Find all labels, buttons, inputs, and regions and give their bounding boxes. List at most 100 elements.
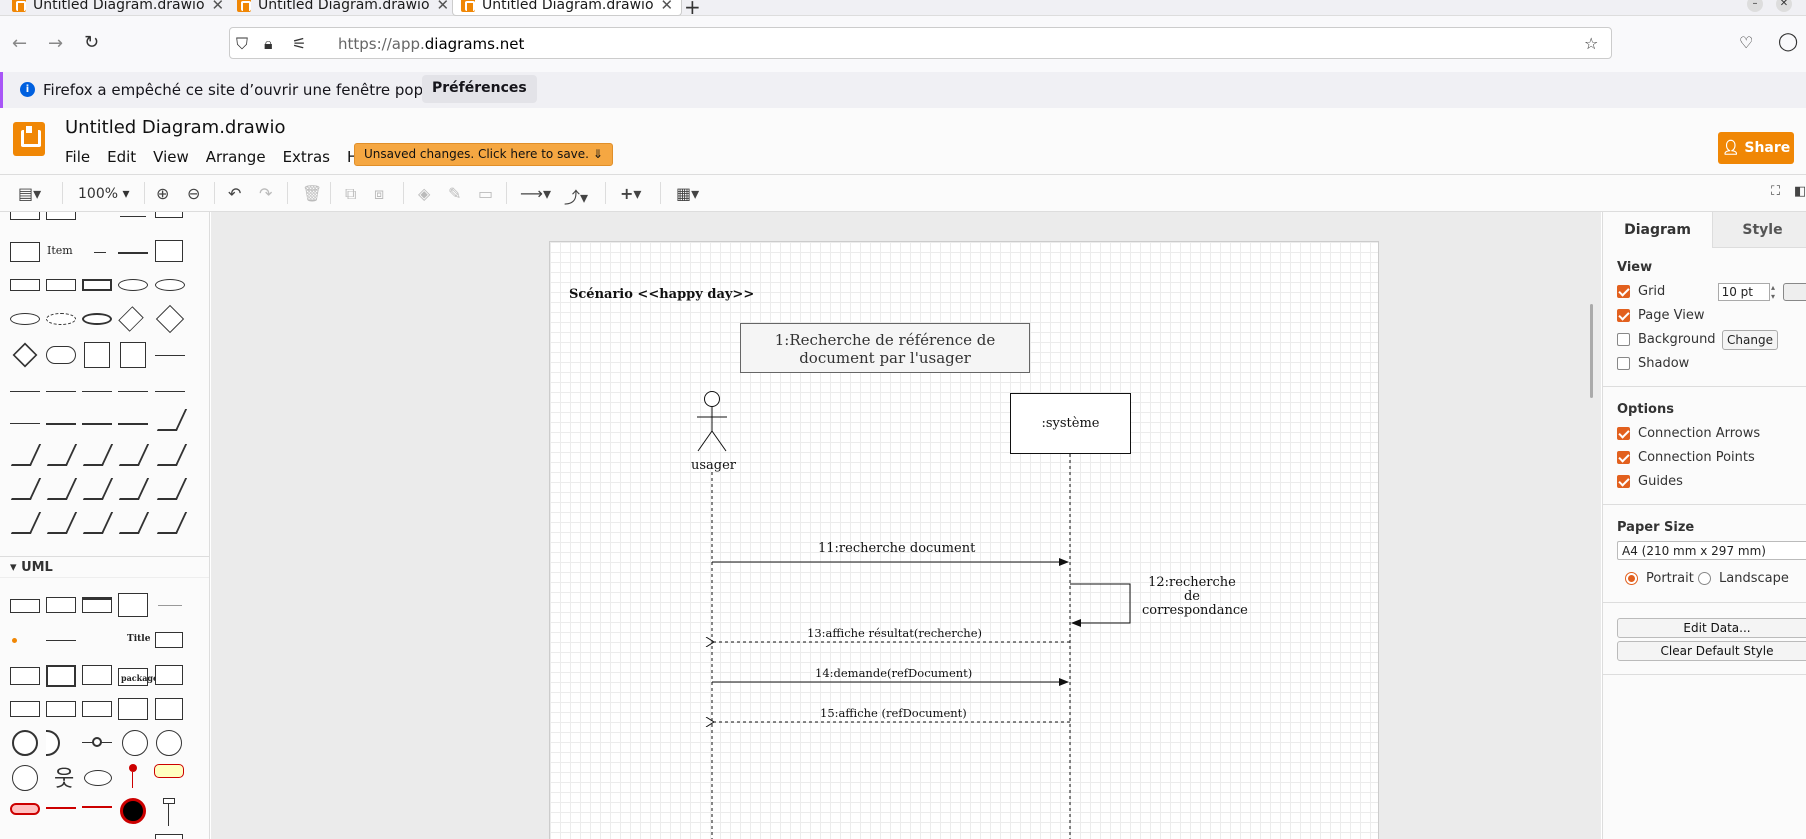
- uml-boundary-shape[interactable]: [12, 730, 38, 756]
- insert-icon[interactable]: +▾: [620, 184, 642, 203]
- attribute-shape[interactable]: [10, 313, 40, 325]
- redo-icon[interactable]: ↷: [259, 184, 273, 203]
- uml-title-shape[interactable]: Title: [127, 634, 151, 644]
- close-tab-icon[interactable]: ✕: [436, 0, 450, 14]
- connector-shape[interactable]: [46, 512, 78, 534]
- diagram-canvas[interactable]: Scénario <<happy day>> 1:Recherche de ré…: [211, 212, 1601, 839]
- connector-shape[interactable]: [82, 478, 114, 500]
- background-checkbox[interactable]: Background: [1617, 332, 1716, 347]
- shape-thumbnail[interactable]: [155, 665, 183, 685]
- cloud-shape[interactable]: [46, 346, 76, 364]
- shape-thumbnail[interactable]: [46, 701, 76, 717]
- landscape-radio[interactable]: Landscape: [1698, 571, 1789, 586]
- grid-checkbox[interactable]: Grid: [1617, 284, 1665, 299]
- uml-section-header[interactable]: ▾ UML: [0, 556, 209, 578]
- menu-arrange[interactable]: Arrange: [205, 148, 266, 166]
- connection-arrows-checkbox[interactable]: Connection Arrows: [1617, 426, 1760, 441]
- shape-thumbnail[interactable]: [118, 252, 148, 254]
- uml-node-shape[interactable]: [82, 665, 112, 685]
- back-icon[interactable]: ←: [12, 33, 28, 54]
- pocket-icon[interactable]: ♡: [1739, 33, 1754, 52]
- uml-initial-state-shape[interactable]: [129, 764, 137, 772]
- connector-shape[interactable]: [10, 512, 42, 534]
- menu-extras[interactable]: Extras: [282, 148, 330, 166]
- shape-thumbnail[interactable]: [94, 252, 106, 253]
- uml-component-shape[interactable]: [10, 667, 40, 685]
- browser-tab-active[interactable]: Untitled Diagram.drawio ✕: [452, 0, 683, 16]
- connector-shape[interactable]: [46, 444, 78, 466]
- menu-file[interactable]: File: [65, 148, 91, 166]
- line-shape[interactable]: [155, 391, 185, 392]
- connector-shape[interactable]: [46, 478, 78, 500]
- connector-shape[interactable]: [156, 409, 188, 431]
- shape-thumbnail[interactable]: [155, 212, 183, 218]
- actor-label[interactable]: usager: [691, 458, 737, 473]
- line-shape[interactable]: [82, 391, 112, 392]
- uml-interface-shape[interactable]: [46, 597, 76, 613]
- item-shape[interactable]: Item: [47, 244, 73, 257]
- note-shape[interactable]: [120, 342, 146, 368]
- scenario-title[interactable]: Scénario <<happy day>>: [569, 287, 755, 302]
- uml-initial-state-shape[interactable]: [132, 772, 133, 788]
- paper-size-select[interactable]: A4 (210 mm x 297 mm): [1617, 541, 1806, 560]
- waypoints-icon[interactable]: ⤴▾: [564, 188, 589, 207]
- close-window-icon[interactable]: ✕: [1776, 0, 1792, 12]
- relation-shape[interactable]: [118, 306, 144, 332]
- attribute-shape[interactable]: [82, 313, 112, 325]
- entity-shape[interactable]: [10, 279, 40, 291]
- shield-icon[interactable]: ⛉: [236, 34, 249, 53]
- line-shape[interactable]: [118, 391, 148, 392]
- document-title[interactable]: Untitled Diagram.drawio: [65, 117, 286, 138]
- new-tab-icon[interactable]: +: [684, 0, 701, 19]
- reload-icon[interactable]: ↻: [84, 32, 100, 53]
- line-shape[interactable]: [10, 423, 40, 424]
- line-shape[interactable]: [82, 423, 112, 425]
- line-shape[interactable]: [46, 640, 76, 641]
- message-14-label[interactable]: 14:demande(refDocument): [815, 666, 973, 680]
- delete-icon[interactable]: 🗑︎: [302, 184, 323, 203]
- shape-thumbnail[interactable]: [10, 701, 40, 717]
- shape-thumbnail[interactable]: [118, 698, 148, 720]
- table-icon[interactable]: ▦▾: [676, 184, 700, 203]
- uml-object-shape[interactable]: [156, 730, 182, 756]
- shape-thumbnail[interactable]: [155, 632, 183, 648]
- grid-size-stepper-icon[interactable]: ▴▾: [1771, 283, 1776, 301]
- clear-default-style-button[interactable]: Clear Default Style: [1617, 641, 1806, 661]
- entity-shape[interactable]: [82, 279, 112, 291]
- connector-shape[interactable]: [156, 512, 188, 534]
- connector-shape[interactable]: [118, 444, 150, 466]
- tab-diagram[interactable]: Diagram: [1603, 212, 1712, 248]
- browser-tab[interactable]: Untitled Diagram.drawio ✕: [229, 0, 457, 16]
- message-11-label[interactable]: 11:recherche document: [818, 541, 976, 556]
- connector-shape[interactable]: [10, 444, 42, 466]
- shape-thumbnail[interactable]: [46, 212, 76, 220]
- connection-points-checkbox[interactable]: Connection Points: [1617, 450, 1755, 465]
- tab-style[interactable]: Style: [1712, 212, 1806, 248]
- uml-fork-shape[interactable]: [82, 806, 112, 808]
- use-case-box[interactable]: 1:Recherche de référence de document par…: [740, 323, 1030, 373]
- shape-thumbnail[interactable]: [155, 240, 183, 262]
- line-shape[interactable]: [46, 423, 76, 425]
- change-background-button[interactable]: Change: [1722, 330, 1778, 350]
- lock-icon[interactable]: 🔒︎: [264, 34, 273, 53]
- shape-thumbnail[interactable]: [10, 242, 40, 262]
- attribute-shape[interactable]: [118, 279, 148, 291]
- account-icon[interactable]: ◯: [1778, 31, 1799, 52]
- portrait-radio[interactable]: Portrait: [1625, 571, 1694, 586]
- preferences-button[interactable]: Préférences: [422, 75, 537, 103]
- zoom-in-icon[interactable]: ⊕: [156, 184, 170, 203]
- connection-icon[interactable]: ⟶▾: [520, 184, 551, 203]
- to-back-icon[interactable]: ⧈: [374, 184, 385, 203]
- uml-activity-shape[interactable]: [154, 764, 184, 778]
- uml-final-state-shape[interactable]: [120, 798, 146, 824]
- connector-shape[interactable]: [118, 478, 150, 500]
- forward-icon[interactable]: →: [48, 33, 64, 54]
- entity-shape[interactable]: [46, 279, 76, 291]
- grid-size-input[interactable]: 10 pt: [1718, 283, 1770, 301]
- uml-lifeline-shape[interactable]: [168, 804, 169, 826]
- connector-shape[interactable]: [156, 444, 188, 466]
- shadow-checkbox[interactable]: Shadow: [1617, 356, 1689, 371]
- uml-usecase-shape[interactable]: [84, 770, 112, 786]
- uml-class-shape[interactable]: [118, 593, 148, 617]
- connector-shape[interactable]: [82, 444, 114, 466]
